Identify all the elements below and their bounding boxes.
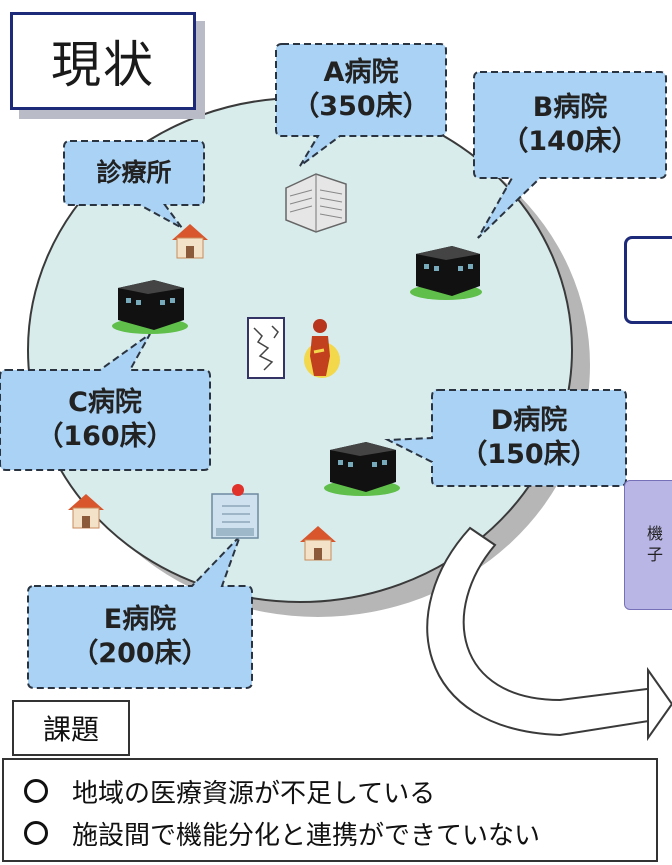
callout-b-bubble [473, 71, 667, 239]
circle-bullet-icon [24, 779, 48, 803]
next-panel-title-box [624, 236, 672, 324]
issue-item: 地域の医療資源が不足している [24, 770, 656, 812]
house-icon [68, 494, 104, 529]
callout-d-bubble [384, 389, 627, 487]
hospital-building-icon [324, 442, 400, 496]
purple-box-char-1: 機 [646, 524, 663, 544]
circle-bullet-icon [24, 821, 48, 845]
clinic-cross-icon [211, 484, 259, 539]
callout-clinic-bubble [63, 140, 205, 229]
medical-document-icon [247, 317, 285, 379]
house-icon [172, 224, 208, 259]
curved-arrow-head [647, 666, 672, 742]
issue-text: 地域の医療資源が不足している [72, 778, 436, 809]
hospital-building-icon [410, 246, 482, 300]
callout-a-bubble [275, 43, 447, 167]
purple-box-char-2: 子 [646, 545, 663, 564]
issues-heading: 課題 [12, 700, 130, 756]
hospital-building-icon [112, 280, 188, 334]
next-panel-purple-box: 機 子 [624, 480, 672, 610]
curved-arrow [426, 526, 656, 737]
person-icon [304, 319, 340, 378]
page-title: 現状 [10, 12, 196, 110]
callout-e-bubble [27, 535, 253, 689]
office-building-icon [285, 173, 347, 233]
house-icon [300, 526, 336, 561]
callout-c-bubble [0, 333, 211, 471]
issues-list: 地域の医療資源が不足している 施設間で機能分化と連携ができていない [2, 758, 658, 862]
issue-item: 施設間で機能分化と連携ができていない [24, 812, 656, 854]
issue-text: 施設間で機能分化と連携ができていない [72, 820, 541, 851]
